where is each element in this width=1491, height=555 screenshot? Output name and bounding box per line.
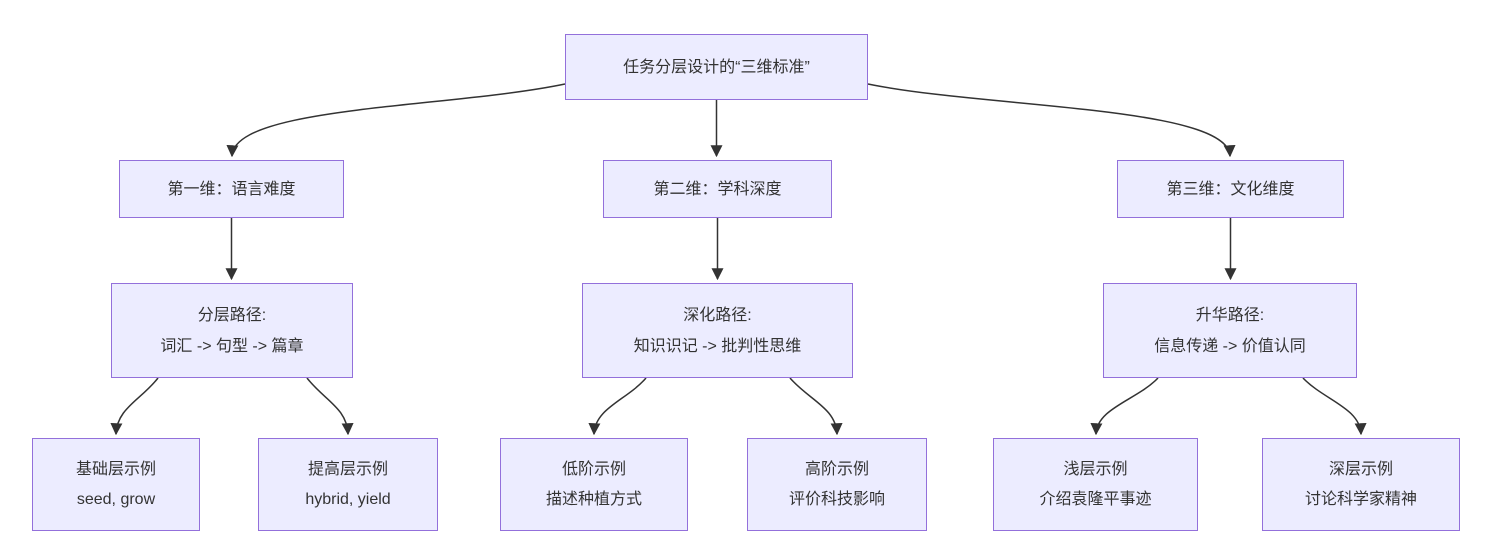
- node-label-line1: 低阶示例: [561, 460, 626, 478]
- edge-root-dim3: [867, 83, 1236, 158]
- node-label: 第二维：学科深度: [653, 180, 782, 198]
- node-label: 第三维：文化维度: [1166, 180, 1295, 198]
- node-dimension1-language-difficulty: 第一维：语言难度: [119, 160, 344, 218]
- node-label-line2: 介绍袁隆平事迹: [1039, 490, 1152, 508]
- node-deep-level-example: 深层示例 讨论科学家精神: [1262, 438, 1460, 531]
- node-root-three-dimension-standard: 任务分层设计的“三维标准”: [565, 34, 868, 100]
- node-label-line1: 深化路径:: [683, 306, 752, 324]
- node-deepening-path: 深化路径: 知识识记 -> 批判性思维: [582, 283, 853, 378]
- node-label-line2: 词汇 -> 句型 -> 篇章: [160, 337, 304, 355]
- node-basic-level-example: 基础层示例 seed, grow: [32, 438, 200, 531]
- node-dimension3-culture-dimension: 第三维：文化维度: [1117, 160, 1344, 218]
- node-low-order-example: 低阶示例 描述种植方式: [500, 438, 688, 531]
- edge-path2-leaf3: [588, 377, 647, 436]
- node-label-line2: 评价科技影响: [788, 490, 885, 508]
- edge-path1-leaf1: [110, 377, 159, 436]
- node-label-line2: hybrid, yield: [305, 490, 391, 508]
- edge-root-dim1: [226, 83, 566, 158]
- node-label-line2: 描述种植方式: [545, 490, 642, 508]
- node-label-line1: 深层示例: [1328, 460, 1393, 478]
- edge-path1-leaf2: [306, 377, 354, 436]
- node-shallow-level-example: 浅层示例 介绍袁隆平事迹: [993, 438, 1198, 531]
- node-dimension2-subject-depth: 第二维：学科深度: [603, 160, 832, 218]
- node-label-line1: 高阶示例: [804, 460, 869, 478]
- node-label-line1: 基础层示例: [75, 460, 156, 478]
- node-label-line1: 提高层示例: [307, 460, 388, 478]
- node-label-line2: 讨论科学家精神: [1304, 490, 1417, 508]
- node-label-line1: 升华路径:: [1195, 306, 1265, 324]
- node-label-line2: 信息传递 -> 价值认同: [1154, 337, 1306, 355]
- edge-path3-leaf6: [1302, 377, 1367, 436]
- node-label: 第一维：语言难度: [167, 180, 296, 198]
- edge-path3-leaf5: [1090, 377, 1159, 436]
- node-label-line2: 知识识记 -> 批判性思维: [633, 337, 802, 355]
- node-label-line1: 浅层示例: [1063, 460, 1128, 478]
- node-sublimation-path: 升华路径: 信息传递 -> 价值认同: [1103, 283, 1357, 378]
- node-advanced-level-example: 提高层示例 hybrid, yield: [258, 438, 438, 531]
- node-label-line2: seed, grow: [76, 490, 156, 508]
- node-label-line1: 分层路径:: [197, 306, 267, 324]
- edge-path2-leaf4: [789, 377, 843, 436]
- node-high-order-example: 高阶示例 评价科技影响: [747, 438, 927, 531]
- node-label: 任务分层设计的“三维标准”: [623, 58, 810, 76]
- node-layering-path: 分层路径: 词汇 -> 句型 -> 篇章: [111, 283, 353, 378]
